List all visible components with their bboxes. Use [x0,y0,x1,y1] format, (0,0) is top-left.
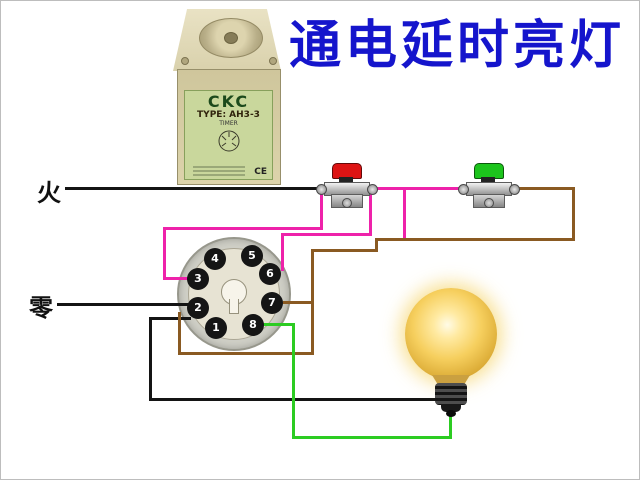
bulb-screw-base [435,383,467,405]
wire-lamp-return-v [149,317,152,401]
wire-neutral-main [57,303,189,306]
wire-green-segment [292,436,452,439]
relay-type: TYPE: AH3-3 [197,110,260,120]
button-terminal-screw [316,184,327,195]
relay-pinout-diagram [218,130,239,152]
socket-pin-7: 7 [261,292,283,314]
wire-brown-segment [572,187,575,241]
relay-screw [269,57,277,65]
wire-green-to-bulb-tip [449,411,452,439]
wire-lamp-return-h2 [149,398,454,401]
wire-brown-segment [513,187,575,190]
socket-pin-5: 5 [241,245,263,267]
relay-nameplate: CKC TYPE: AH3-3 TIMER CE [184,90,273,180]
button-neck [481,177,495,183]
relay-top-face [173,9,281,71]
relay-timer-text: TIMER [219,120,238,127]
relay-brand: CKC [207,92,250,111]
wire-brown-to-pin7 [283,301,314,304]
socket-pin-8: 8 [242,314,264,336]
bulb-base-taper [441,404,461,412]
page-title: 通电延时亮灯 [289,16,626,76]
start-pushbutton-green [458,163,520,213]
button-base-screw [342,198,352,208]
relay-knob-center [224,32,238,44]
socket-pin-6: 6 [259,263,281,285]
relay-front-face: CKC TYPE: AH3-3 TIMER CE [177,69,281,185]
button-neck [339,177,353,183]
wire-brown-segment [178,312,181,355]
socket-pin-2: 2 [187,297,209,319]
socket-pin-1: 1 [205,317,227,339]
wire-green-segment [292,323,295,439]
wire-pink-segment [403,189,406,241]
wire-pink-segment [281,233,372,236]
wire-pink-to-pin6 [281,233,284,271]
socket-pin-3: 3 [187,268,209,290]
ce-mark: CE [254,167,267,177]
wire-pink-segment [320,191,323,229]
bulb-contact-tip [446,410,456,417]
wire-live-main [65,187,321,190]
socket-keyhole-slot [229,299,239,314]
bulb-neck [432,375,470,385]
socket-pin-4: 4 [204,248,226,270]
bulb-glass [405,288,497,380]
relay-adjust-knob [199,18,263,58]
relay-fineprint [193,166,245,176]
wire-brown-segment [178,352,314,355]
wire-pink-segment [163,227,323,230]
light-bulb [401,283,501,423]
wire-brown-segment [375,238,575,241]
relay-screw [181,57,189,65]
timer-relay-photo: CKC TYPE: AH3-3 TIMER CE [169,9,285,185]
wire-pink-segment [163,227,166,280]
wire-pink-segment [369,191,372,236]
stop-pushbutton-red [316,163,378,213]
button-terminal-screw [367,184,378,195]
button-terminal-screw [509,184,520,195]
wire-green-from-pin8 [257,323,295,326]
neutral-wire-label: 零 [29,294,53,322]
live-wire-label: 火 [37,179,61,207]
button-base-screw [484,198,494,208]
wire-brown-segment [311,249,378,252]
wire-brown-segment [375,238,378,252]
wire-pink-to-pin3 [163,277,193,280]
wire-lamp-return-h1 [151,317,191,320]
button-terminal-screw [458,184,469,195]
wire-pink-button-link [371,187,463,190]
